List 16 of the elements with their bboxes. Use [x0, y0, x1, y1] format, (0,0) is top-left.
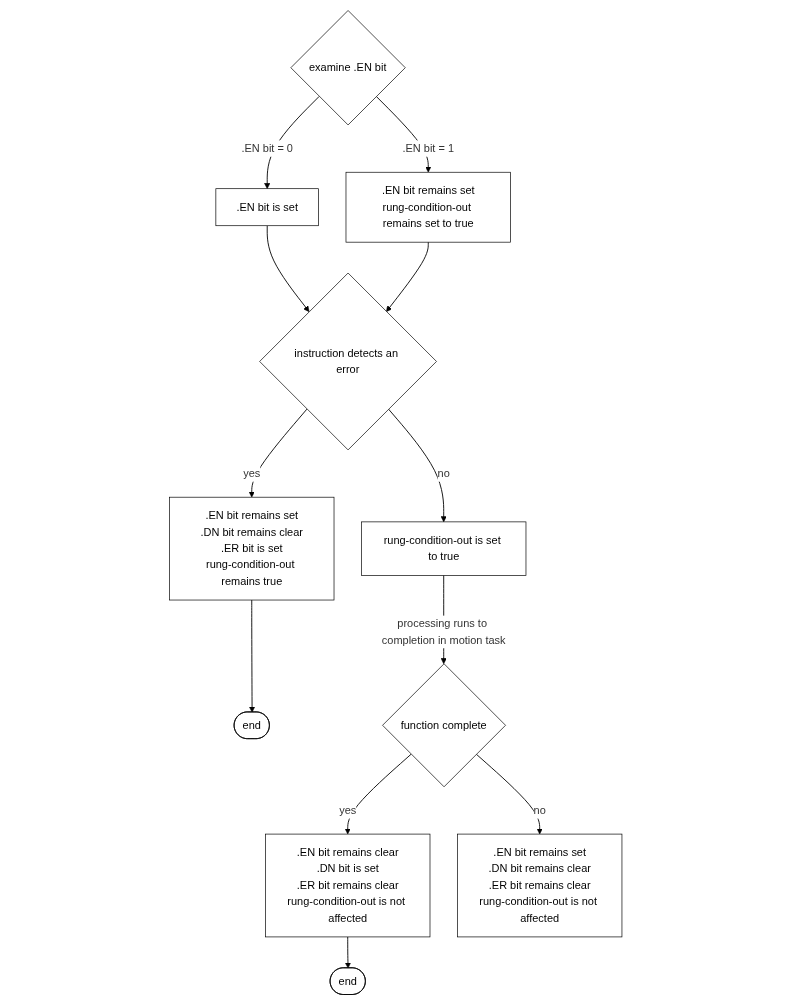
- node-box: .EN bit remains clear .DN bit is set .ER bit remains clear rung-condition-out is not affected: [265, 833, 431, 937]
- edge-label: processing runs to completion in motion task: [382, 617, 506, 646]
- edge-label: yes: [243, 466, 261, 479]
- node-box: .EN bit remains set .DN bit remains clear .ER bit remains clear rung-condition-out is not affected: [457, 833, 623, 937]
- edge-label: .EN bit = 0: [241, 141, 294, 154]
- node-box: .EN bit remains set .DN bit remains clear .ER bit is set rung-condition-out remains true: [169, 496, 335, 600]
- node-diamond: examine .EN bit: [290, 9, 406, 125]
- edge-label: yes: [339, 803, 357, 816]
- node-diamond: function complete: [382, 662, 507, 787]
- node-diamond: instruction detects an error: [259, 272, 438, 450]
- node-box: rung-condition-out is set to true: [361, 521, 527, 576]
- edge-label: no: [437, 466, 451, 479]
- edge-label: .EN bit = 1: [402, 141, 455, 154]
- node-box: .EN bit is set: [215, 187, 320, 226]
- node-box: .EN bit remains set rung-condition-out remains set to true: [345, 171, 512, 242]
- edge-label: no: [533, 803, 547, 816]
